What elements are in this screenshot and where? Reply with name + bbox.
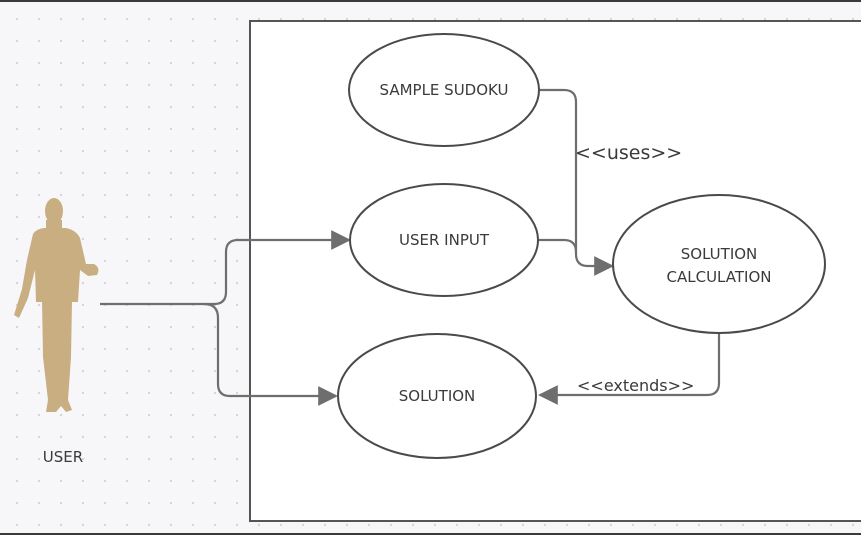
use-case-solution-calculation[interactable]: SOLUTION CALCULATION xyxy=(612,194,826,334)
use-case-sample-sudoku-label: SAMPLE SUDOKU xyxy=(380,81,509,99)
relation-extends-label: <<extends>> xyxy=(577,376,694,395)
use-case-user-input-label: USER INPUT xyxy=(399,231,490,249)
connector-user-to-user-input xyxy=(100,230,351,306)
use-case-sample-sudoku[interactable]: SAMPLE SUDOKU xyxy=(348,33,540,147)
use-case-solution[interactable]: SOLUTION xyxy=(337,333,537,459)
connector-calculation-to-solution xyxy=(538,333,721,405)
use-case-solution-label: SOLUTION xyxy=(399,387,476,405)
relation-uses-label: <<uses>> xyxy=(575,142,682,164)
use-case-user-input[interactable]: USER INPUT xyxy=(349,183,539,297)
connector-sample-sudoku-to-calculation xyxy=(539,88,614,276)
use-case-solution-calculation-label-line1: SOLUTION xyxy=(681,245,758,263)
actor-user-label: USER xyxy=(43,448,83,466)
person-silhouette-icon xyxy=(14,198,99,412)
use-case-solution-calculation-label-line2: CALCULATION xyxy=(667,268,772,286)
connector-user-to-solution xyxy=(203,302,338,406)
actor-user[interactable]: USER xyxy=(14,198,99,466)
connector-user-input-to-calculation xyxy=(538,238,578,253)
